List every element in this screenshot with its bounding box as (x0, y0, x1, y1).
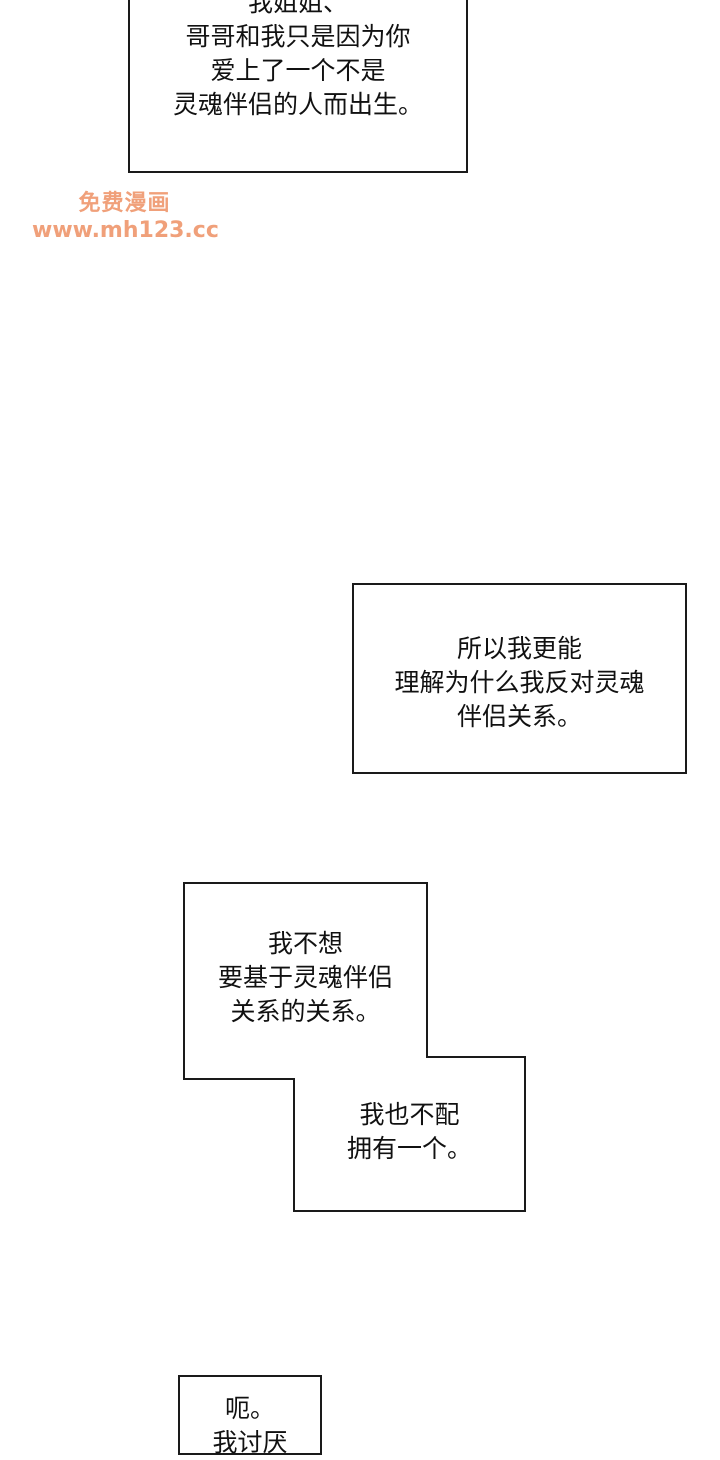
stepped-box-outline (183, 882, 526, 1212)
caption-line: 伴侣关系。 (456, 702, 582, 731)
caption-line: 灵魂伴侣的人而出生。 (172, 90, 423, 119)
caption-line: 拥有一个。 (346, 1134, 472, 1163)
caption-line: 所以我更能 (456, 634, 582, 663)
caption-line: 我姐姐、 (247, 0, 348, 17)
caption-box-2 (352, 583, 687, 774)
caption-text-3: 我不想 要基于灵魂伴侣 关系的关系。 (184, 927, 427, 1029)
site-watermark: 免费漫画 www.mh123.cc (32, 190, 219, 244)
caption-line: 我不想 (267, 929, 343, 958)
caption-text-4: 我也不配 拥有一个。 (294, 1098, 525, 1166)
watermark-title: 免费漫画 (78, 191, 171, 216)
caption-line: 我讨厌 (212, 1428, 288, 1457)
caption-line: 要基于灵魂伴侣 (217, 963, 393, 992)
caption-line: 哥哥和我只是因为你 (185, 22, 411, 51)
caption-line: 呃。 (224, 1394, 275, 1423)
caption-box-1 (128, 0, 468, 173)
caption-line: 理解为什么我反对灵魂 (394, 668, 645, 697)
caption-line: 关系的关系。 (230, 997, 381, 1026)
watermark-url: www.mh123.cc (32, 218, 219, 243)
caption-line: 爱上了一个不是 (210, 56, 386, 85)
caption-text-1: 我姐姐、 哥哥和我只是因为你 爱上了一个不是 灵魂伴侣的人而出生。 (128, 0, 468, 122)
caption-text-5: 呃。 我讨厌 (178, 1392, 322, 1460)
caption-line: 我也不配 (359, 1100, 460, 1129)
caption-text-2: 所以我更能 理解为什么我反对灵魂 伴侣关系。 (352, 632, 687, 734)
